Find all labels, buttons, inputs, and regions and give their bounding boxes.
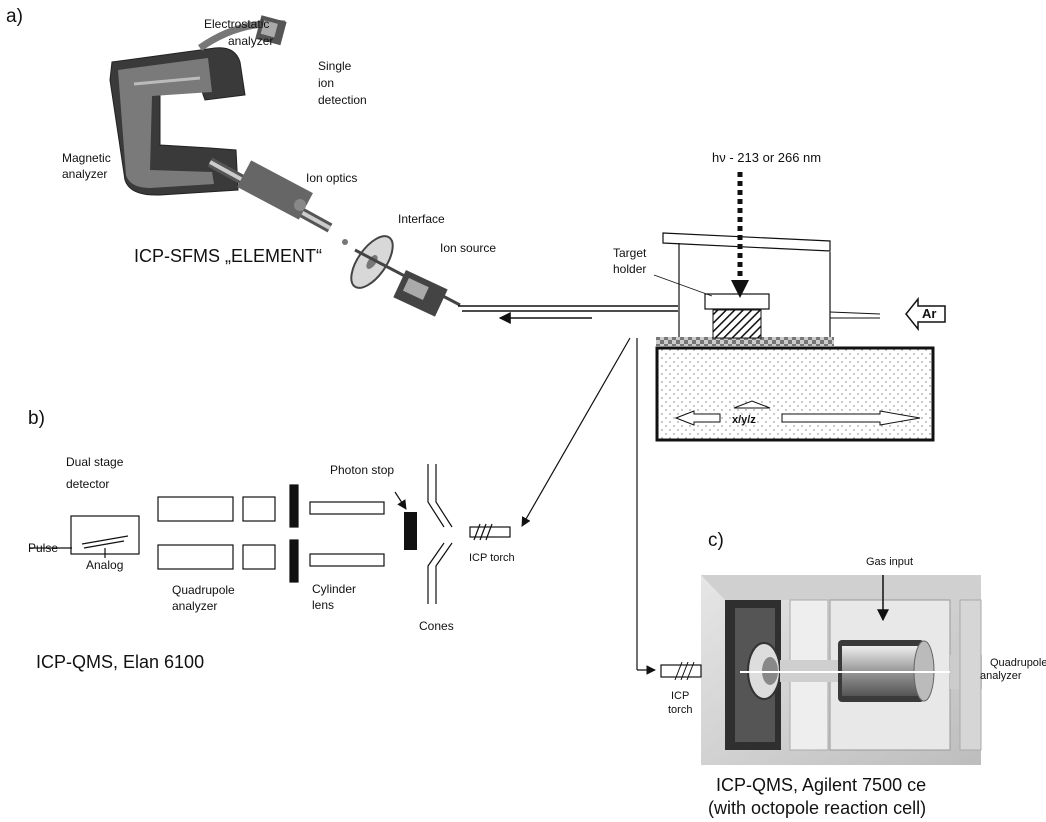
- analog-label: Analog: [86, 558, 124, 572]
- section-c-label: c): [708, 530, 724, 551]
- electrostatic-analyzer-label-1: Electrostatic: [204, 17, 270, 31]
- icp-torch-label-c-2: torch: [668, 704, 693, 716]
- agilent-title-line-2: (with octopole reaction cell): [708, 798, 927, 818]
- icp-torch-label-b: ICP torch: [469, 552, 515, 564]
- quadrupole-label-2: analyzer: [172, 599, 218, 613]
- icp-torch-label-c-1: ICP: [671, 690, 690, 702]
- transfer-tube: [458, 305, 678, 324]
- single-ion-detection-label-2: ion: [318, 76, 335, 90]
- quadrupole-label-1: Quadrupole: [172, 583, 235, 597]
- quadrupole-analyzer-label-c-1: Quadrupole: [990, 657, 1046, 669]
- elan-title: ICP-QMS, Elan 6100: [36, 652, 205, 672]
- gas-input-label: Gas input: [866, 556, 914, 568]
- interface-label: Interface: [398, 212, 445, 226]
- laser-wavelength-label: hν - 213 or 266 nm: [712, 150, 822, 165]
- pulse-label: Pulse: [28, 541, 59, 555]
- section-b-label: b): [28, 408, 45, 429]
- photon-stop-label: Photon stop: [330, 463, 395, 477]
- magnetic-analyzer-label-1: Magnetic: [62, 151, 111, 165]
- stage-axes-label: x/y/z: [732, 414, 756, 426]
- cylinder-lens-label-1: Cylinder: [312, 582, 357, 596]
- quadrupole-analyzer-label-c-2: analyzer: [980, 670, 1022, 682]
- target-holder-label-2: holder: [613, 262, 647, 276]
- agilent-title-line-1: ICP-QMS, Agilent 7500 ce: [716, 775, 927, 795]
- cones-label: Cones: [419, 619, 454, 633]
- ion-optics-label: Ion optics: [306, 171, 358, 185]
- target-holder-label-1: Target: [613, 246, 647, 260]
- argon-inlet-label: Ar: [922, 306, 937, 321]
- ion-source-label: Ion source: [440, 241, 497, 255]
- magnetic-analyzer-label-2: analyzer: [62, 167, 108, 181]
- section-a-label: a): [6, 6, 23, 27]
- elan-schematic: [30, 464, 511, 604]
- single-ion-detection-label-3: detection: [318, 93, 367, 107]
- single-ion-detection-label-1: Single: [318, 59, 352, 73]
- ablation-cell: [653, 172, 946, 442]
- icp-sfms-title: ICP-SFMS „ELEMENT“: [134, 246, 323, 266]
- cylinder-lens-label-2: lens: [312, 598, 335, 612]
- icp-sfms-instrument: [109, 15, 461, 317]
- electrostatic-analyzer-label-2: analyzer: [228, 34, 274, 48]
- detector-label-1: Dual stage: [66, 455, 124, 469]
- agilent-rendering: [660, 575, 990, 765]
- detector-label-2: detector: [66, 477, 110, 491]
